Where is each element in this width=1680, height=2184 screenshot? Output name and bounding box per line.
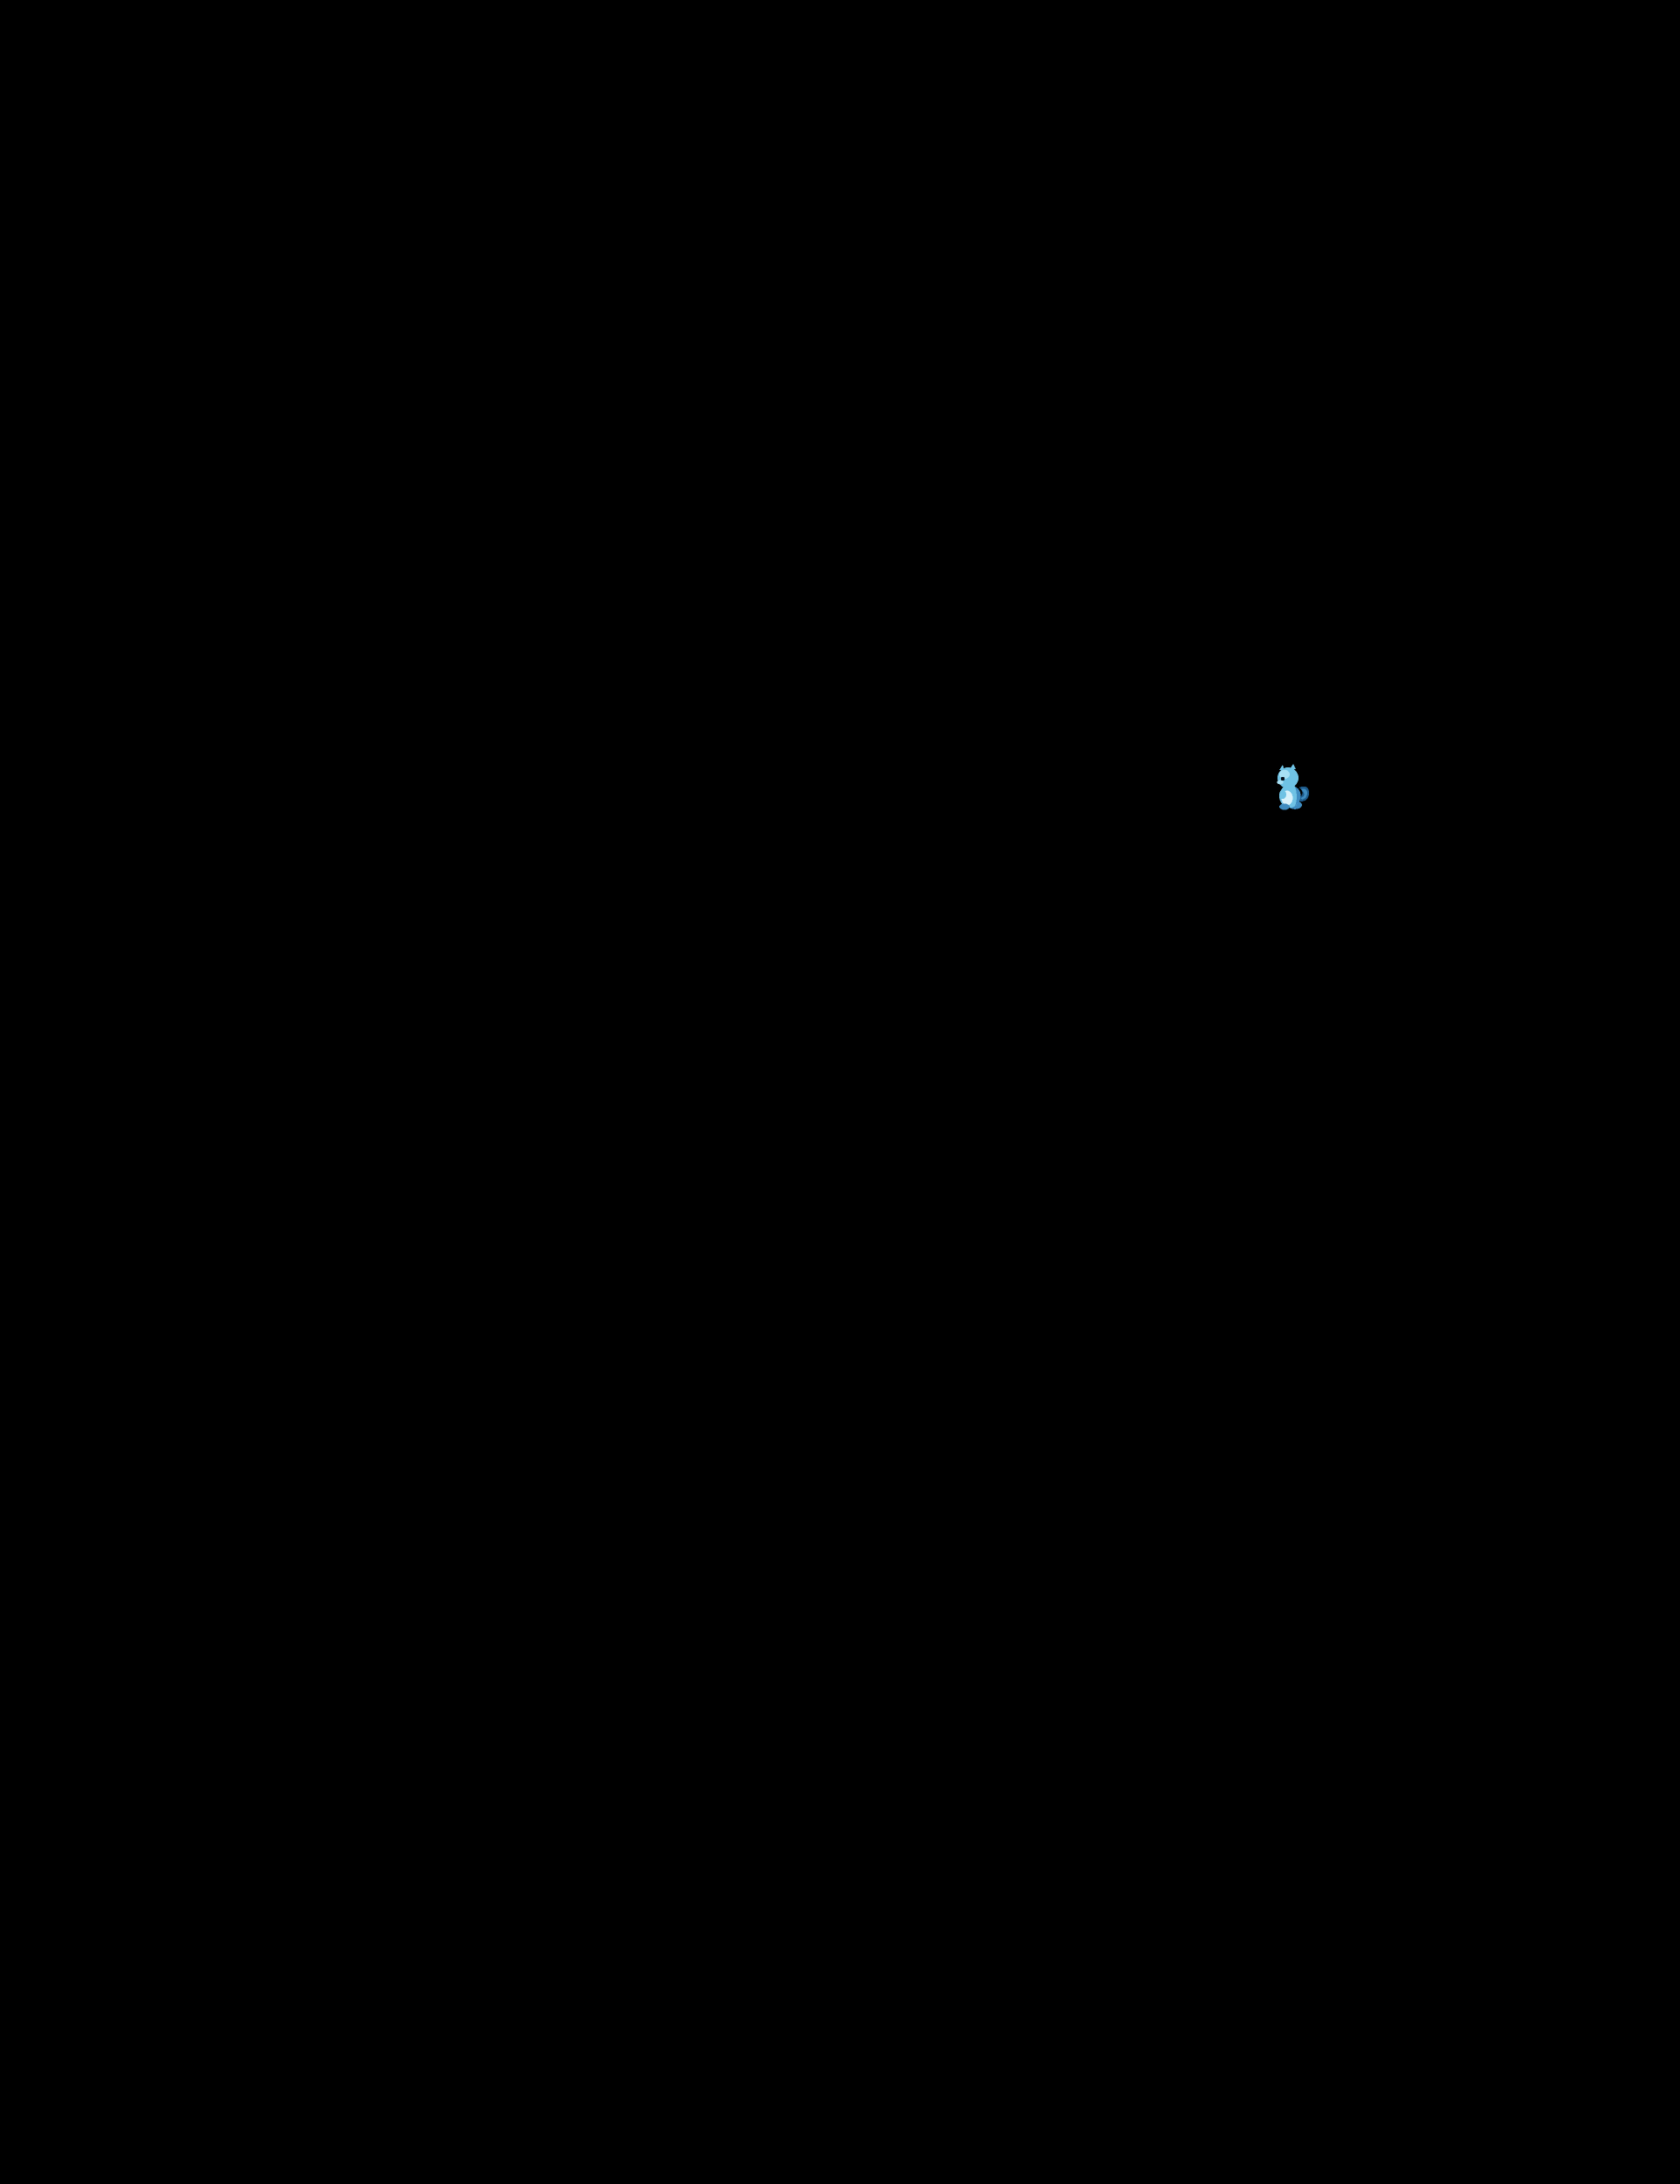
player-character-sprite bbox=[1270, 763, 1316, 810]
blue-creature-icon bbox=[1277, 764, 1309, 810]
